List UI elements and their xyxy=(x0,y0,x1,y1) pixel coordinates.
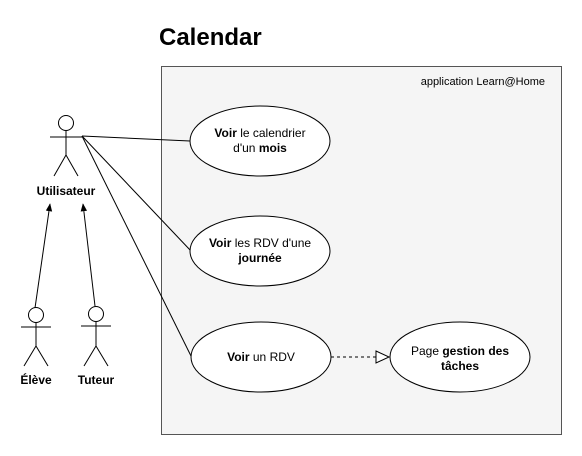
actor-eleve-icon xyxy=(21,307,51,367)
generalization-arrow-tutor xyxy=(80,203,96,307)
use-case-month xyxy=(189,105,331,177)
hollow-arrowhead-icon xyxy=(375,350,391,364)
actor-tuteur-label: Tuteur xyxy=(78,373,115,387)
use-case-rdv-label: Voir un RDV xyxy=(227,350,295,364)
association-line-rdv xyxy=(81,135,192,357)
page-title: Calendar xyxy=(159,24,262,51)
use-case-month-line1: Voir le calendrier xyxy=(214,126,305,140)
use-case-tasks-line1: Page gestion des xyxy=(411,344,509,358)
use-case-month-line2: d'un mois xyxy=(233,141,287,155)
association-line-day xyxy=(81,135,192,252)
use-case-day xyxy=(189,215,331,287)
actor-utilisateur-icon xyxy=(50,115,82,177)
association-line-month xyxy=(81,135,191,142)
use-case-day-line1: Voir les RDV d'une xyxy=(209,236,311,250)
system-label: application Learn@Home xyxy=(421,76,545,88)
actor-tuteur-icon xyxy=(81,306,111,367)
actor-utilisateur-label: Utilisateur xyxy=(37,184,96,198)
use-case-tasks-line2: tâches xyxy=(441,359,479,373)
actor-eleve-label: Élève xyxy=(20,372,52,387)
use-case-day-line2: journée xyxy=(237,251,282,265)
generalization-arrow-student xyxy=(34,203,53,309)
